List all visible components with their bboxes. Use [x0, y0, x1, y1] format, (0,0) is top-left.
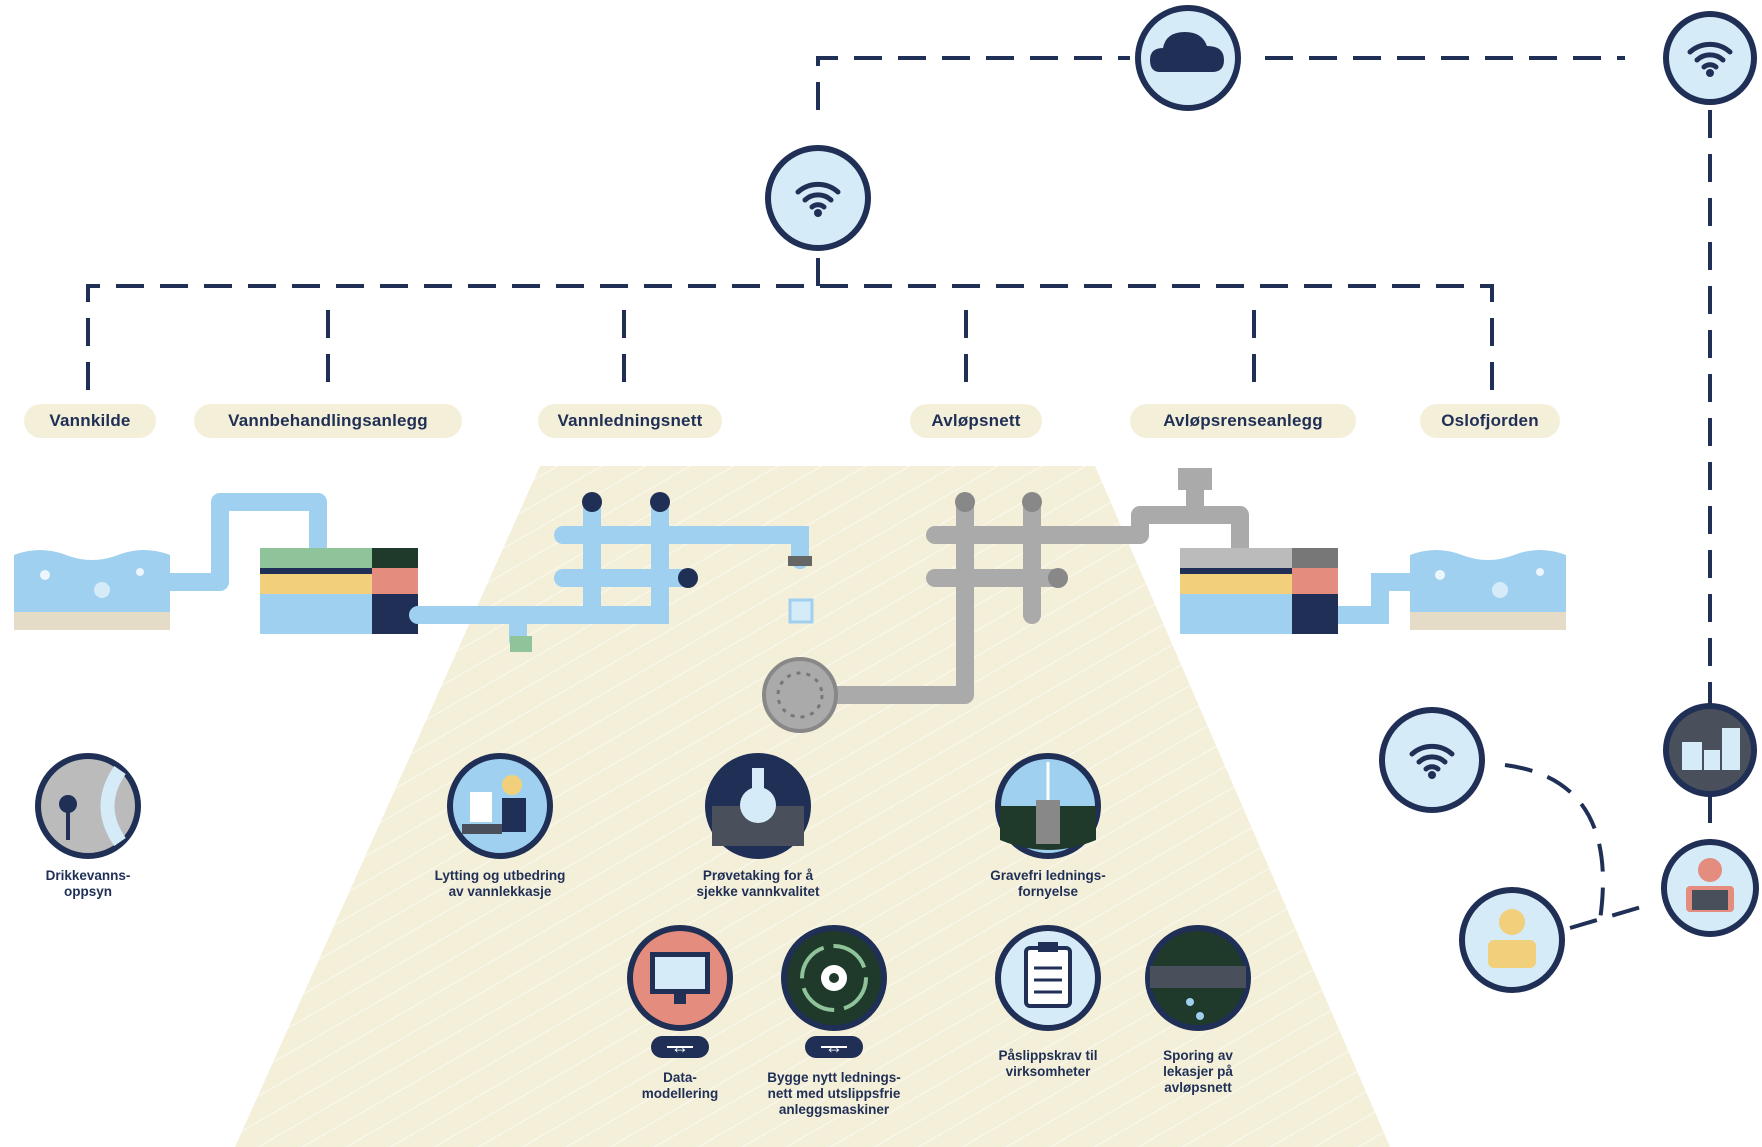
caption-gravefri: Gravefri lednings- fornyelse — [990, 868, 1106, 899]
operator-icon — [1661, 839, 1759, 937]
sewer-cap — [1022, 492, 1042, 512]
wifi-icon — [1663, 11, 1757, 105]
leak-listening-icon — [447, 753, 553, 859]
stage-label-avlopsnett: Avløpsnett — [910, 404, 1042, 438]
bidirectional-arrow-badge — [651, 1036, 709, 1058]
valve-cap — [582, 492, 602, 512]
trenchless-pipe-icon — [995, 753, 1101, 859]
sewer-leak-tracking-icon — [1145, 925, 1251, 1031]
meter-box — [510, 636, 532, 652]
sewer-pipes — [821, 481, 1249, 704]
water-sample-flask-icon — [705, 753, 811, 859]
water-source-illustration — [14, 550, 170, 630]
clipboard-icon — [995, 925, 1101, 1031]
network-connection-lines — [86, 56, 1712, 930]
sewer-inlet — [1178, 468, 1212, 490]
stage-label-avlopsrenseanlegg: Avløpsrenseanlegg — [1130, 404, 1356, 438]
stage-label-oslofjorden: Oslofjorden — [1420, 404, 1560, 438]
raw-water-pipe — [170, 493, 327, 591]
water-supervision-icon — [35, 753, 141, 859]
cloud-icon — [1135, 5, 1241, 111]
wifi-icon — [1379, 707, 1485, 813]
building-icon — [1663, 703, 1757, 797]
caption-paslippskrav: Påslippskrav til virksomheter — [998, 1048, 1098, 1079]
water-glass-icon — [788, 598, 814, 624]
stage-label-vannkilde: Vannkilde — [24, 404, 156, 438]
gear-cycle-icon — [781, 925, 887, 1031]
sewer-cap — [955, 492, 975, 512]
oslofjord-illustration — [1410, 550, 1566, 630]
stage-label-vannledningsnett: Vannledningsnett — [538, 404, 722, 438]
valve-cap — [678, 568, 698, 588]
stage-label-vannbehandlingsanlegg: Vannbehandlingsanlegg — [194, 404, 462, 438]
worker-icon — [1459, 887, 1565, 993]
caption-bygge: Bygge nytt lednings- nett med utslippsfr… — [767, 1070, 901, 1117]
water-distribution-pipes — [409, 493, 809, 649]
caption-datamodellering: Data- modellering — [641, 1070, 719, 1101]
wastewater-treatment-plant — [1180, 548, 1338, 634]
computer-monitor-icon — [627, 925, 733, 1031]
caption-sporing: Sporing av lekasjer på avløpsnett — [1163, 1048, 1233, 1095]
caption-drikkevannsoppsyn: Drikkevanns- oppsyn — [45, 868, 131, 899]
water-treatment-plant — [260, 548, 418, 634]
caption-lytting: Lytting og utbedring av vannlekkasje — [434, 868, 566, 899]
outlet-pipe — [1338, 573, 1410, 624]
tap-icon — [788, 556, 812, 566]
wifi-icon — [765, 145, 871, 251]
sewer-cap — [1048, 568, 1068, 588]
valve-cap — [650, 492, 670, 512]
caption-provetaking: Prøvetaking for å sjekke vannkvalitet — [696, 868, 820, 899]
manhole-cover-icon — [762, 657, 838, 733]
bidirectional-arrow-badge — [805, 1036, 863, 1058]
